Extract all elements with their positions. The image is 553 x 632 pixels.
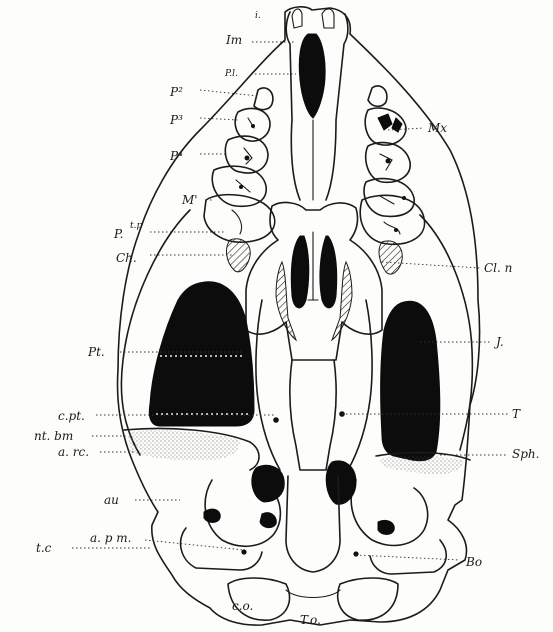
left-foramen-lacerum (204, 509, 220, 522)
right-choanal-patch (379, 241, 402, 274)
incisive-foramen (299, 34, 325, 118)
right-occipital-condyle (338, 578, 398, 620)
label-au: au (104, 493, 119, 507)
label-ntbm: nt. bm (34, 429, 73, 443)
vomer (308, 232, 318, 300)
label-to: T.o. (300, 613, 321, 627)
label-mx: Mx (427, 121, 447, 135)
label-bo: Bo (465, 555, 482, 569)
label-sph: Sph. (512, 447, 539, 461)
label-p2: P² (169, 85, 183, 99)
label-im: Im (225, 33, 242, 47)
left-auditory-meatus (252, 465, 284, 502)
premaxilla-left (286, 12, 300, 200)
label-cln: Cl. n (484, 261, 512, 275)
right-paroccipital (370, 540, 446, 574)
left-pterygoid-foramen (273, 417, 279, 423)
label-j: J. (493, 335, 504, 349)
palatine-rim (246, 203, 382, 360)
right-choana (320, 236, 337, 308)
pterygoid-right (348, 300, 372, 470)
right-foramen-lacerum (378, 520, 394, 534)
label-ch: Ch. (116, 251, 137, 265)
label-p4: P⁴ (169, 149, 183, 163)
left-paroccipital (181, 528, 262, 570)
label-tp: t.p (130, 221, 142, 231)
right-tooth-row (360, 86, 424, 244)
left-temporal-fossa (149, 282, 254, 426)
label-p3: P³ (169, 113, 183, 127)
label-arc: a. rc. (58, 445, 89, 459)
label-m1: M' (181, 193, 198, 207)
foramen-magnum (286, 590, 340, 598)
incisor-right (322, 9, 334, 28)
label-cpt: c.pt. (58, 409, 85, 423)
right-bulla (351, 480, 427, 545)
right-glenoid-stipple (380, 456, 464, 474)
left-tooth-row (204, 88, 275, 242)
basisphenoid (290, 360, 336, 470)
left-choana (291, 236, 309, 308)
label-pl: P.l. (224, 69, 238, 79)
label-pp: P. (113, 227, 123, 241)
left-basal-foramen (260, 513, 276, 528)
left-condylar-foramen (241, 549, 246, 554)
label-apm: a. p m. (90, 531, 131, 545)
incisor-left (292, 9, 302, 28)
premaxilla-right (326, 14, 348, 200)
label-tc: t.c (36, 541, 52, 555)
pterygoid-left (256, 300, 280, 470)
label-i: i. (255, 11, 261, 21)
label-t: T (512, 407, 521, 421)
right-condylar-foramen (353, 551, 358, 556)
label-co: c.o. (232, 599, 253, 613)
right-temporal-fossa (381, 301, 440, 460)
label-pt: Pt. (87, 345, 105, 359)
